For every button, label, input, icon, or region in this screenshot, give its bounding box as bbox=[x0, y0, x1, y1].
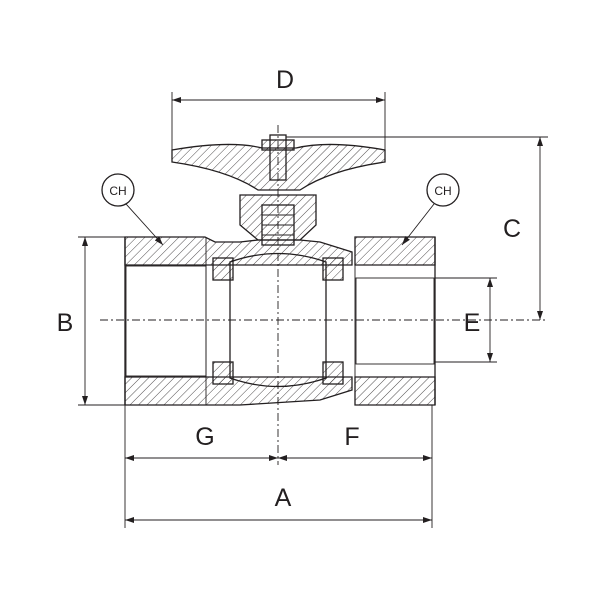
label-g: G bbox=[195, 423, 214, 451]
seat-lower-right bbox=[322, 361, 344, 385]
right-nut-upper bbox=[354, 236, 436, 266]
ch-left-leader bbox=[125, 203, 164, 246]
ch-left-label: CH bbox=[109, 184, 126, 198]
seat-upper-right bbox=[322, 257, 344, 281]
right-bore bbox=[355, 277, 435, 365]
handle-top bbox=[261, 139, 295, 151]
ch-left-circle bbox=[101, 173, 135, 207]
handle-screw bbox=[269, 134, 287, 181]
ch-right-leader bbox=[401, 203, 435, 246]
label-f: F bbox=[344, 423, 359, 451]
seat-upper-left bbox=[212, 257, 234, 281]
body-upper-wall bbox=[124, 236, 353, 266]
seat-lower-left bbox=[212, 361, 234, 385]
label-b: B bbox=[57, 309, 74, 337]
label-d: D bbox=[276, 66, 294, 94]
left-bore bbox=[125, 265, 207, 377]
label-c: C bbox=[503, 215, 521, 243]
label-a: A bbox=[275, 484, 292, 512]
stem-housing bbox=[239, 194, 317, 241]
ch-right-label: CH bbox=[434, 184, 451, 198]
butterfly-handle bbox=[171, 143, 386, 191]
label-e: E bbox=[464, 309, 481, 337]
ch-right-circle bbox=[426, 173, 460, 207]
right-nut-lower bbox=[354, 376, 436, 406]
